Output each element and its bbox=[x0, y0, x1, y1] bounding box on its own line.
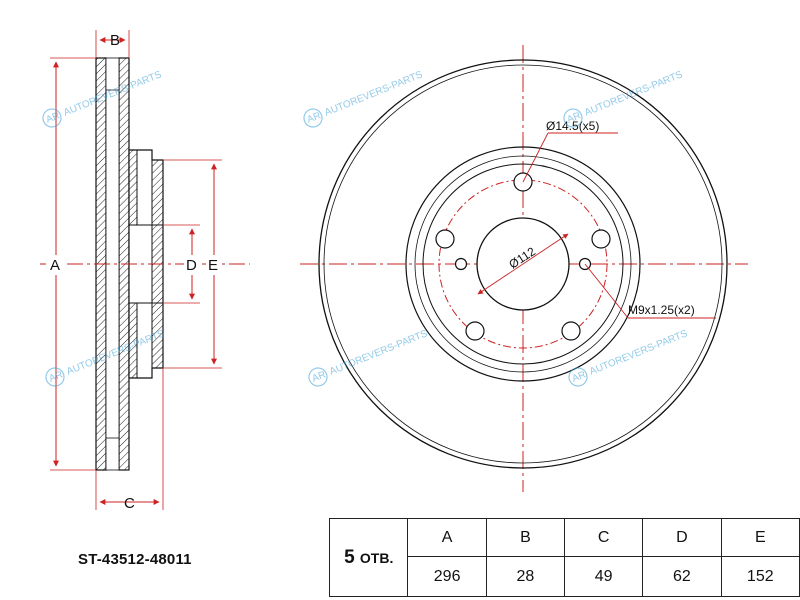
spec-header-e: E bbox=[720, 518, 800, 557]
holes-count-cell: 5 ОТВ. bbox=[328, 518, 409, 597]
threaded-hole bbox=[454, 257, 468, 271]
svg-text:AR: AR bbox=[306, 110, 323, 125]
dimension-d-label: D bbox=[186, 257, 197, 274]
bolt-hole bbox=[591, 229, 611, 249]
hub-face-edge bbox=[422, 163, 624, 365]
spec-header-c: C bbox=[564, 518, 644, 557]
bolt-hole-callout: Ø14.5(x5) bbox=[546, 119, 599, 133]
watermark: AR AUTOREVERS-PARTS bbox=[303, 69, 424, 128]
part-number: ST-43512-48011 bbox=[78, 551, 192, 568]
spec-value-b: 28 bbox=[485, 556, 566, 597]
dimension-e-label: E bbox=[208, 257, 218, 274]
spec-value-d: 62 bbox=[642, 556, 722, 597]
disc-outer-edge bbox=[318, 59, 728, 469]
holes-unit: ОТВ. bbox=[359, 549, 394, 566]
spec-table: 5 ОТВ. A B C D E 296 28 49 62 152 bbox=[328, 518, 800, 597]
disc-inner-edge bbox=[323, 64, 723, 464]
svg-text:AUTOREVERS-PARTS: AUTOREVERS-PARTS bbox=[328, 328, 429, 377]
svg-text:AR: AR bbox=[48, 369, 65, 384]
svg-text:AR: AR bbox=[566, 110, 583, 125]
svg-text:AR: AR bbox=[311, 369, 328, 384]
hat-outer-edge bbox=[405, 146, 641, 382]
hat-step bbox=[414, 155, 632, 373]
bolt-holes bbox=[435, 172, 611, 341]
dimension-b-label: B bbox=[110, 32, 120, 49]
spec-value-a: 296 bbox=[407, 556, 487, 597]
holes-count: 5 bbox=[344, 546, 355, 568]
front-view: Ø14.5(x5) M9x1.25(x2) Ø112 bbox=[300, 45, 748, 492]
svg-text:AR: AR bbox=[571, 369, 588, 384]
spec-value-e: 152 bbox=[720, 556, 800, 597]
dimension-c-label: C bbox=[124, 495, 135, 512]
spec-header-d: D bbox=[642, 518, 722, 557]
watermark: AR AUTOREVERS-PARTS bbox=[308, 328, 429, 387]
spec-header-b: B bbox=[485, 518, 566, 557]
spec-header-a: A bbox=[407, 518, 487, 557]
spec-header-row: 5 ОТВ. A B C D E bbox=[328, 518, 800, 597]
bolt-hole bbox=[435, 229, 455, 249]
hat-wall-bottom bbox=[128, 302, 138, 379]
dimension-a-label: A bbox=[50, 257, 60, 274]
hat-wall-top bbox=[128, 149, 138, 226]
svg-text:AUTOREVERS-PARTS: AUTOREVERS-PARTS bbox=[583, 69, 684, 118]
spec-value-row: 296 28 49 62 152 bbox=[330, 556, 800, 597]
bolt-hole bbox=[465, 321, 485, 341]
watermark: AR AUTOREVERS-PARTS bbox=[568, 328, 689, 387]
bolt-hole bbox=[561, 321, 581, 341]
svg-text:AR: AR bbox=[45, 110, 62, 125]
side-section-view: A B C D E bbox=[40, 30, 250, 512]
spec-value-c: 49 bbox=[564, 556, 644, 597]
thread-callout: M9x1.25(x2) bbox=[628, 303, 695, 317]
